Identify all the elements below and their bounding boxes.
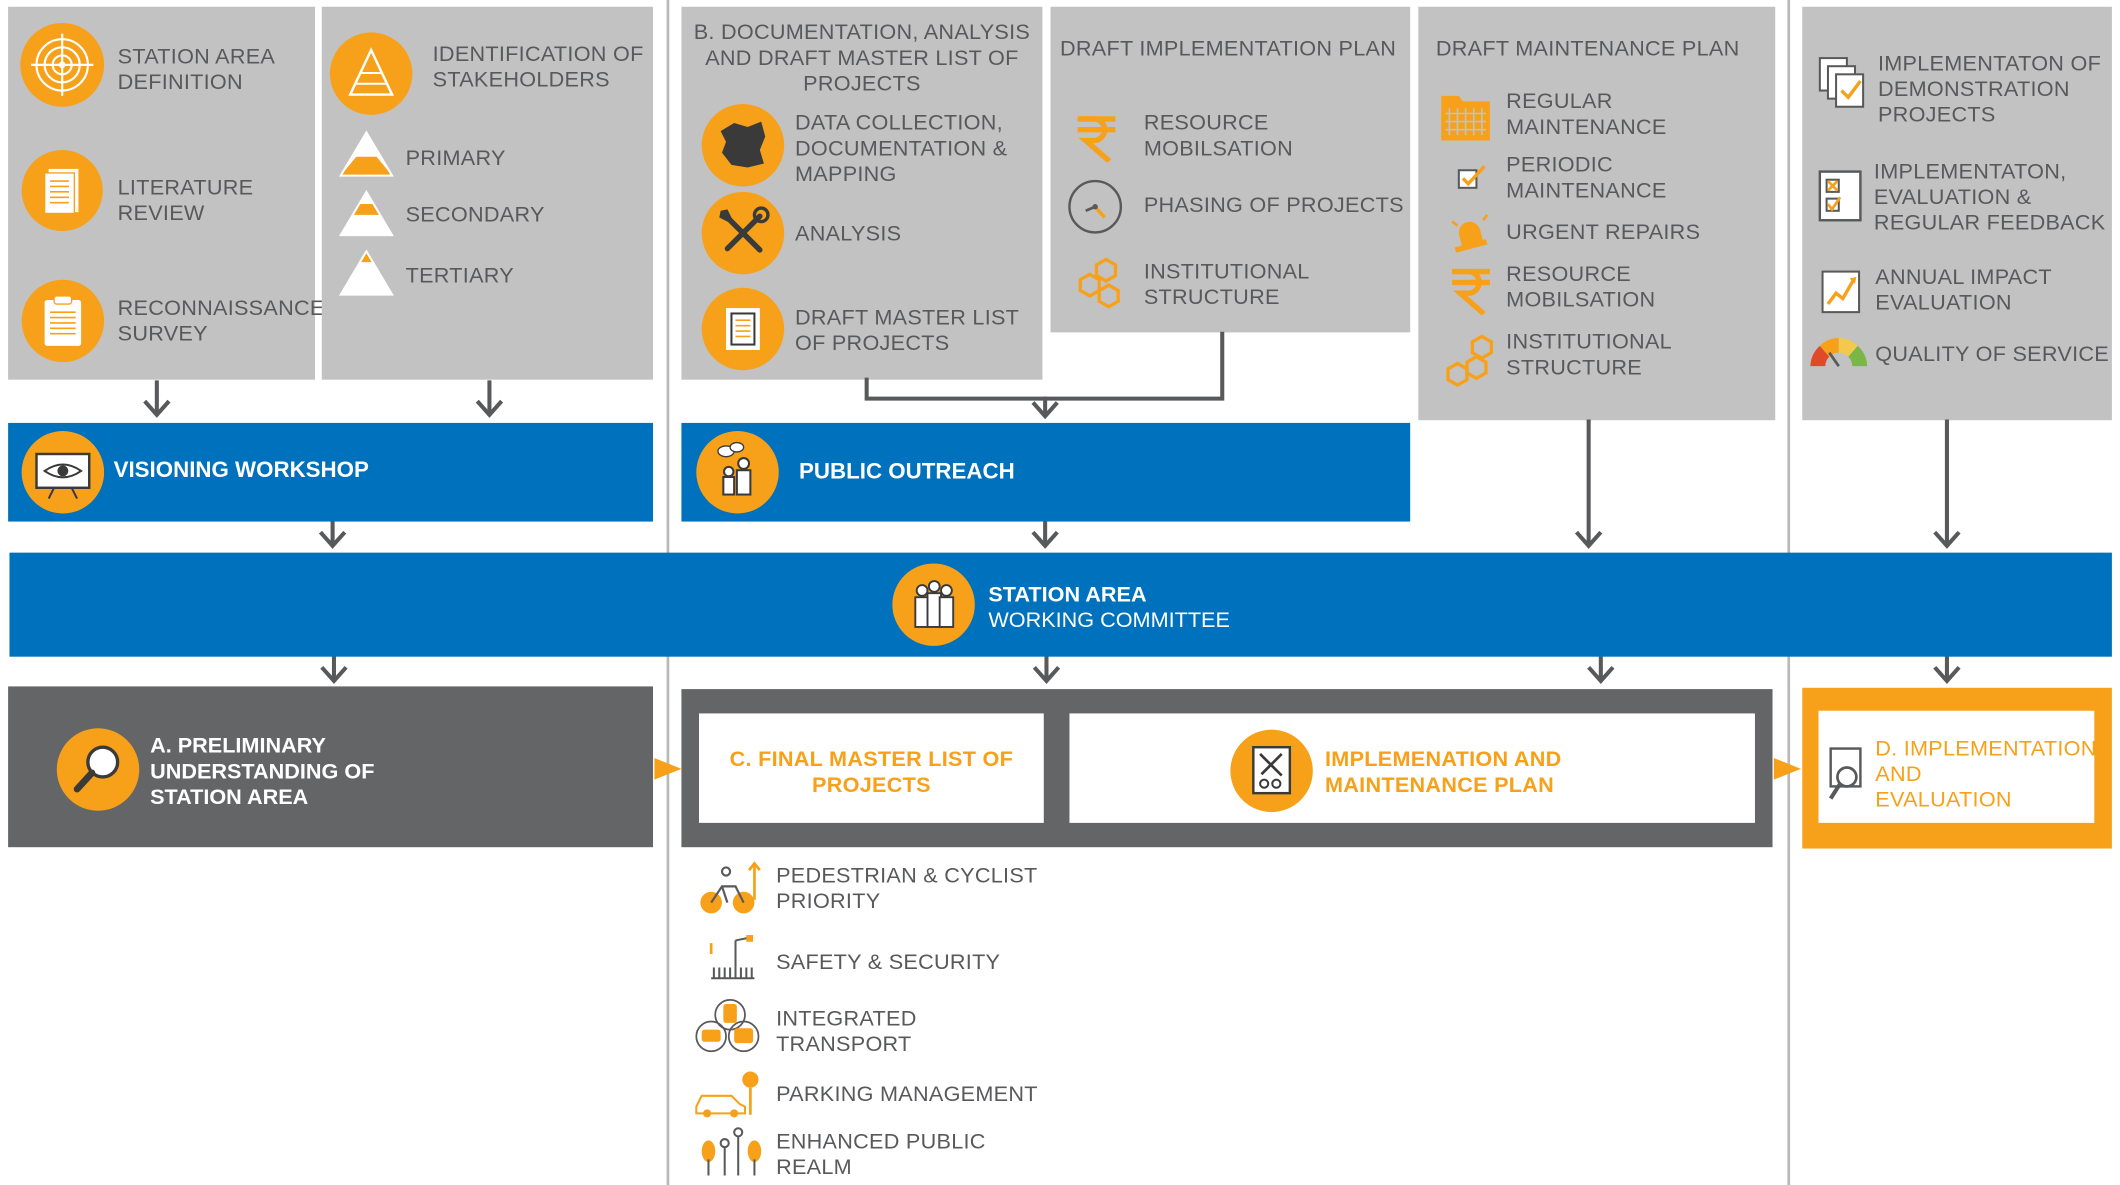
tools-icon: [701, 191, 785, 275]
hexagons-icon: [1071, 257, 1125, 318]
chart-icon: [1820, 269, 1863, 322]
phasing-label: PHASING OF PROJECTS: [1143, 194, 1404, 218]
tertiary-label: TERTIARY: [405, 264, 514, 288]
presentation-eye-icon: [21, 431, 105, 514]
people-tree-icon: [698, 1124, 766, 1185]
panel-draft-maintenance: [1418, 6, 1776, 421]
checkbox-icon: [1455, 162, 1490, 198]
parking-management-label: PARKING MANAGEMENT: [776, 1083, 1038, 1107]
stage-c-box: [699, 713, 1044, 823]
safety-security-label: SAFETY & SECURITY: [776, 951, 1001, 975]
primary-pyramid-icon: [338, 130, 395, 185]
streetlight-icon: [706, 932, 760, 993]
tertiary-pyramid-icon: [338, 249, 395, 304]
committee-people-icon: [892, 563, 975, 646]
checklist-icon: [1816, 168, 1865, 232]
documents-check-icon: [1814, 54, 1868, 118]
secondary-label: SECONDARY: [405, 204, 545, 228]
urgent-repairs-label: URGENT REPAIRS: [1506, 221, 1701, 245]
parking-icon: [691, 1069, 761, 1127]
implementation-evaluation-label: IMPLEMENTATON,EVALUATION &REGULAR FEEDBA…: [1873, 160, 2106, 236]
document-search-icon: [1825, 745, 1871, 811]
visioning-workshop-bar: [8, 422, 654, 522]
hexagons-icon: [1444, 334, 1498, 395]
clipboard-icon: [21, 279, 105, 363]
primary-label: PRIMARY: [405, 147, 506, 171]
draft-implementation-title: DRAFT IMPLEMENTATION PLAN: [1059, 37, 1397, 61]
quality-of-service-label: QUALITY OF SERVICE: [1875, 343, 2109, 367]
implementation-plan-box: [1069, 713, 1755, 823]
stage-d-inner: [1818, 710, 2095, 823]
analysis-label: ANALYSIS: [794, 222, 902, 246]
list-icon: [701, 287, 785, 371]
target-icon: [20, 22, 105, 107]
outreach-people-icon: [696, 431, 779, 514]
public-outreach-bar: [681, 422, 1411, 522]
rupee-icon: [1075, 114, 1121, 169]
siren-icon: [1447, 211, 1496, 264]
rupee-icon: [1449, 266, 1495, 321]
map-icon: [701, 104, 785, 187]
transport-icon: [695, 997, 760, 1061]
data-collection-label: DATA COLLECTION,DOCUMENTATION &MAPPING: [794, 112, 1008, 187]
visioning-workshop-label: VISIONING WORKSHOP: [113, 458, 369, 483]
secondary-pyramid-icon: [338, 189, 395, 244]
public-outreach-label: PUBLIC OUTREACH: [799, 459, 1015, 484]
pyramid-icon: [329, 32, 413, 115]
clock-icon: [1067, 178, 1124, 242]
plan-tools-icon: [1230, 729, 1313, 813]
gauge-icon: [1808, 336, 1870, 375]
grid-folder-icon: [1439, 89, 1493, 150]
draft-maintenance-title: DRAFT MAINTENANCE PLAN: [1435, 37, 1740, 61]
magnifier-icon: [56, 728, 140, 811]
document-icon: [21, 149, 103, 232]
cyclist-icon: [698, 859, 766, 925]
working-committee-bar: [9, 552, 2112, 657]
